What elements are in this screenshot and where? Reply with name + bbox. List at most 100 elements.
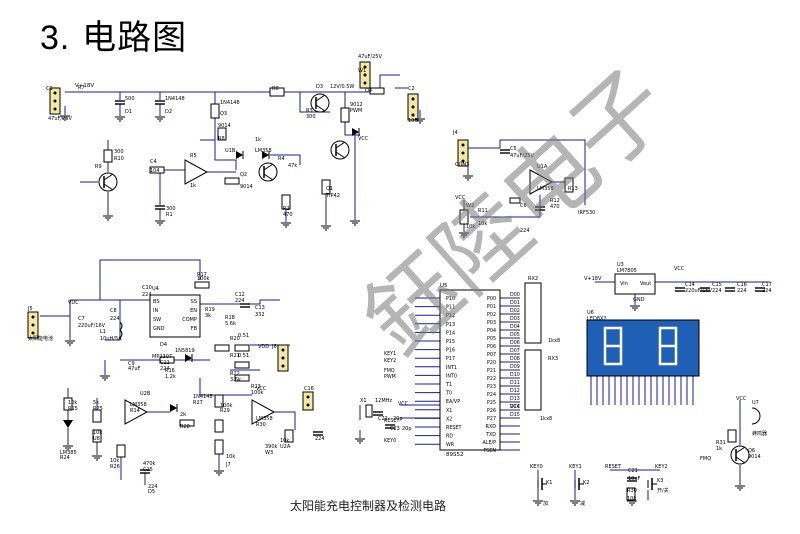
part-label: R30 xyxy=(256,422,266,428)
part-label: R3 xyxy=(306,108,313,114)
part-label: 47uF/25V xyxy=(48,116,72,122)
part-label: 1N4148 xyxy=(220,100,240,106)
part-label: 47uF/25V xyxy=(510,153,534,159)
part-label: IRF530 xyxy=(578,210,595,216)
connector-pin xyxy=(411,97,415,101)
part-label: 3k xyxy=(205,313,211,319)
part-label: 太阳能电池 xyxy=(28,335,53,342)
part-label: W1 xyxy=(358,68,366,74)
part-label: LM358 xyxy=(256,416,273,422)
part-label: C15 xyxy=(712,282,722,288)
part-label: P01 xyxy=(487,304,496,310)
part-label: 224 xyxy=(148,484,158,490)
resistor xyxy=(727,429,737,443)
part-label: LM358 xyxy=(537,186,554,192)
part-label: GND xyxy=(633,297,645,303)
part-label: P21 xyxy=(487,368,496,374)
part-label: 10k xyxy=(280,438,289,444)
part-label: RESET xyxy=(605,464,622,470)
part-label: VCC xyxy=(398,401,409,407)
part-label: 220uF/16V xyxy=(78,323,106,329)
section-number: 3. xyxy=(40,19,71,57)
part-label: 10k xyxy=(478,221,487,227)
part-label: 390k xyxy=(265,444,278,450)
part-label: FMQ xyxy=(700,456,711,462)
part-label: R17 xyxy=(197,272,207,278)
part-label: D10 xyxy=(510,372,520,378)
part-label: VDC xyxy=(68,300,79,306)
transistor xyxy=(263,163,274,171)
part-label: VCC xyxy=(510,404,521,410)
part-label: 1N5819 xyxy=(175,348,195,354)
part-label: KEY1 xyxy=(569,464,582,470)
part-label: LM358 xyxy=(130,402,147,408)
wire xyxy=(470,195,541,218)
part-label: X1 xyxy=(360,398,367,404)
part-label: C15 xyxy=(143,467,153,473)
part-label: P03 xyxy=(487,320,496,326)
part-label: 500 xyxy=(125,96,135,102)
part-label: 10uF xyxy=(628,476,641,482)
part-label: P16 xyxy=(446,348,455,354)
part-label: 89S52 xyxy=(446,452,464,458)
part-label: 0.51 xyxy=(238,333,249,339)
part-label: U8 xyxy=(93,436,100,442)
zener xyxy=(63,420,73,428)
part-label: J7 xyxy=(225,462,231,468)
part-label: KEY2 xyxy=(655,464,668,470)
part-label: D02 xyxy=(510,308,520,314)
part-label: D1 xyxy=(125,109,132,115)
component-layer xyxy=(27,61,765,506)
part-label: C23 xyxy=(390,426,400,432)
part-label: 47uF xyxy=(128,366,141,372)
part-label: KEY0 xyxy=(384,438,396,444)
part-label: 224 xyxy=(762,288,772,294)
part-label: D08 xyxy=(510,356,520,362)
connector-pin xyxy=(306,395,310,399)
part-label: R15 xyxy=(68,406,78,412)
resistor xyxy=(116,444,126,458)
part-label: C11 xyxy=(160,360,170,366)
connector-pin xyxy=(306,403,310,407)
resistor xyxy=(214,344,230,352)
resistor xyxy=(234,344,250,352)
resistor xyxy=(234,361,250,369)
transistor xyxy=(335,151,346,159)
wire xyxy=(105,300,121,341)
part-label: D01 xyxy=(510,300,520,306)
part-label: D09 xyxy=(510,364,520,370)
part-label: R16 xyxy=(165,368,175,374)
transistor xyxy=(315,94,326,102)
connector-pin xyxy=(363,81,367,85)
resistor xyxy=(214,394,224,408)
part-label: P07 xyxy=(487,352,496,358)
part-label: RESET xyxy=(384,418,399,424)
diode xyxy=(170,404,177,412)
part-label: KEY0 xyxy=(530,464,543,470)
part-label: PWM xyxy=(350,108,362,114)
connector-pin xyxy=(461,143,465,147)
part-label: P27 xyxy=(487,416,496,422)
part-label: VCC xyxy=(674,266,685,272)
resistor xyxy=(217,127,227,141)
part-label: P00 xyxy=(487,296,496,302)
connector-pin xyxy=(461,151,465,155)
part-label: C13 xyxy=(255,305,265,311)
part-label: D12 xyxy=(510,388,520,394)
part-label: R28 xyxy=(180,424,190,430)
part-label: P10 xyxy=(446,296,455,302)
part-label: U1A xyxy=(537,164,548,170)
part-label: D03 xyxy=(510,316,520,322)
part-label: 9012 xyxy=(350,102,363,108)
wire xyxy=(214,140,237,170)
part-label: U3 xyxy=(617,262,624,268)
part-label: W2 xyxy=(466,203,474,209)
part-label: CON3 xyxy=(455,162,469,168)
transistor xyxy=(730,445,750,465)
part-label: R5 xyxy=(190,153,197,159)
resistor xyxy=(194,281,210,289)
part-label: SS xyxy=(191,299,197,305)
part-label: P24 xyxy=(487,392,496,398)
connector xyxy=(302,391,314,411)
part-label: LM358 xyxy=(255,148,272,154)
